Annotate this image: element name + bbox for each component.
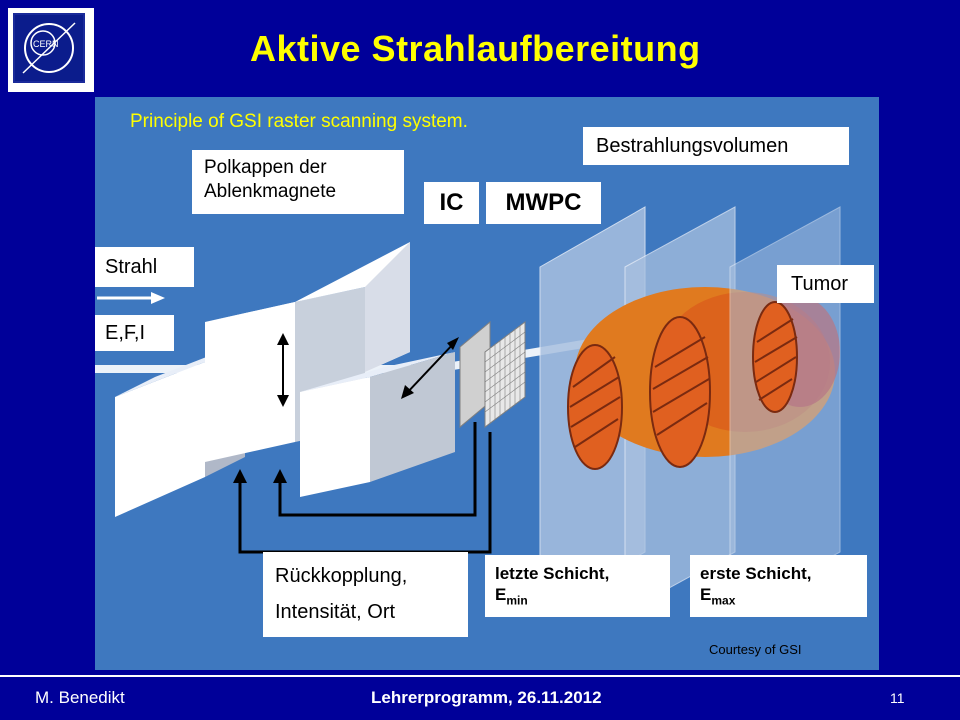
label-mwpc: MWPC xyxy=(486,182,601,224)
label-rueckkopplung: Rückkopplung, Intensität, Ort xyxy=(263,552,468,637)
label-rueckkopplung-line2: Intensität, Ort xyxy=(275,601,396,623)
label-polkappen: Polkappen der Ablenkmagnete xyxy=(192,150,404,214)
footer-author: M. Benedikt xyxy=(35,688,125,707)
footer-divider xyxy=(0,675,960,677)
label-polkappen-line2: Ablenkmagnete xyxy=(204,181,337,202)
figure-panel: Principle of GSI raster scanning system.… xyxy=(95,97,879,670)
footer: M. Benedikt Lehrerprogramm, 26.11.2012 1… xyxy=(0,672,960,720)
label-erste-e: E xyxy=(700,585,712,604)
cern-logo-emblem: CERN xyxy=(13,13,85,83)
label-bestrahlungsvolumen: Bestrahlungsvolumen xyxy=(583,127,849,165)
courtesy-note: Courtesy of GSI xyxy=(709,642,802,657)
label-rueckkopplung-line1: Rückkopplung, xyxy=(275,565,408,587)
cern-logo: CERN xyxy=(8,8,94,92)
label-erste-schicht: erste Schicht, Emax xyxy=(690,555,867,617)
label-letzte-line2: Emin xyxy=(495,584,670,611)
page-title: Aktive Strahlaufbereitung xyxy=(250,28,701,69)
label-letzte-schicht: letzte Schicht, Emin xyxy=(485,555,670,617)
label-erste-line2: Emax xyxy=(700,584,867,611)
cern-logo-icon: CERN xyxy=(22,22,76,74)
label-erste-line1: erste Schicht, xyxy=(700,564,812,583)
label-letzte-line1: letzte Schicht, xyxy=(495,564,610,583)
label-letzte-sub: min xyxy=(506,593,528,608)
label-polkappen-line1: Polkappen der xyxy=(204,157,327,178)
label-erste-sub: max xyxy=(711,593,736,608)
label-strahl: Strahl xyxy=(95,247,194,287)
label-letzte-e: E xyxy=(495,585,507,604)
raster-scanning-diagram xyxy=(95,206,841,613)
page-number: 11 xyxy=(890,690,905,706)
label-tumor: Tumor xyxy=(777,265,874,303)
logo-text: CERN xyxy=(33,39,59,49)
footer-event: Lehrerprogramm, 26.11.2012 xyxy=(371,688,602,707)
figure-subtitle: Principle of GSI raster scanning system. xyxy=(130,111,468,132)
label-ic: IC xyxy=(424,182,479,224)
label-efi: E,F,I xyxy=(95,315,174,351)
